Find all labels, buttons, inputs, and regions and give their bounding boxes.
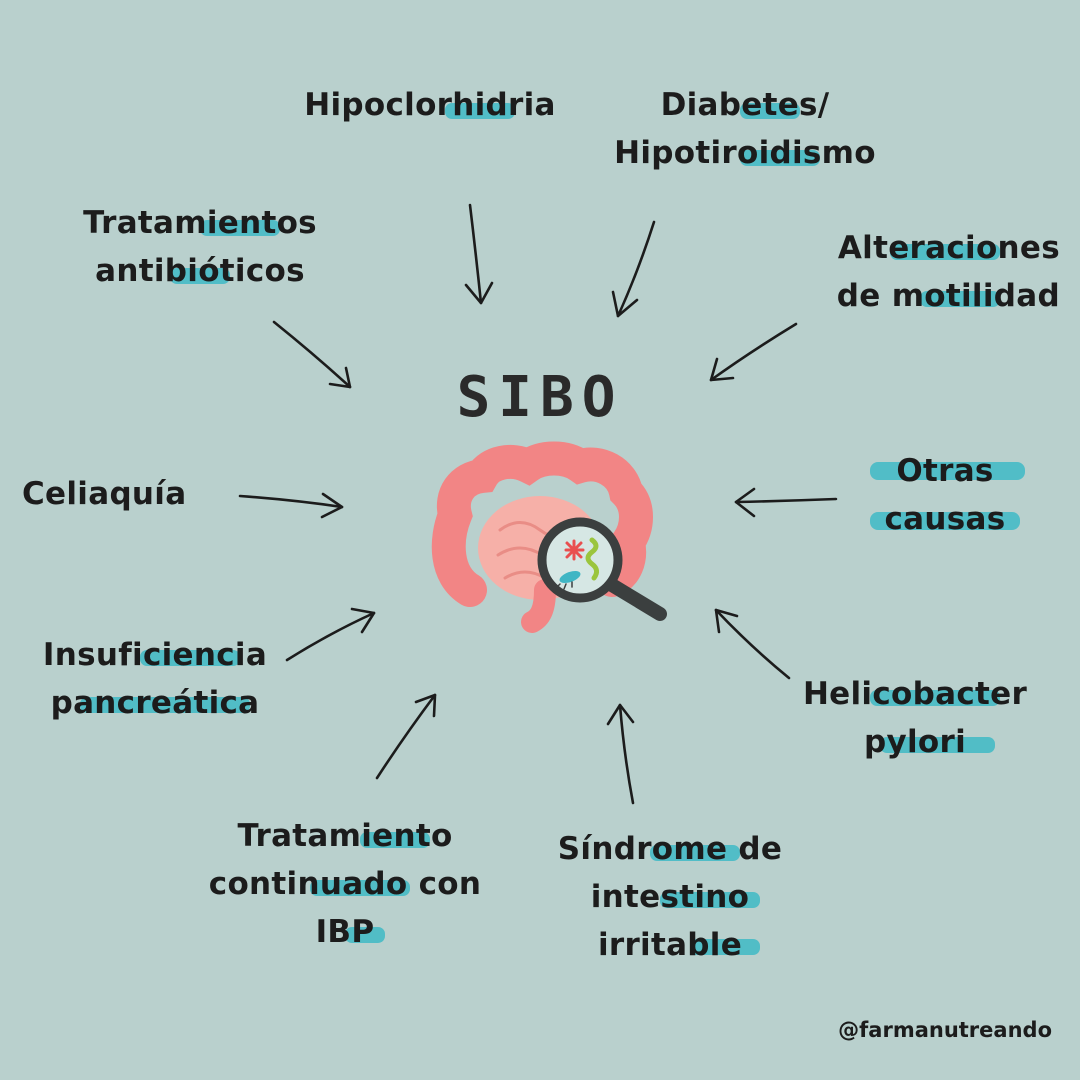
cause-label: Tratamientos antibióticos [83, 205, 317, 289]
diagram-title: SIBO [456, 365, 624, 430]
highlight-stroke [650, 845, 740, 861]
highlight-stroke [200, 220, 280, 236]
hand-drawn-arrow-icon [285, 607, 376, 662]
highlight-stroke [740, 150, 820, 166]
hand-drawn-arrow-icon [611, 220, 656, 318]
cause-label: Alteraciones de motilidad [836, 230, 1060, 314]
hand-drawn-arrow-icon [734, 487, 838, 518]
cause-label: Tratamiento continuado con IBP [208, 818, 482, 950]
hand-drawn-arrow-icon [238, 492, 344, 519]
highlight-stroke [660, 892, 760, 908]
cause-label: Diabetes/ Hipotiroidismo [614, 87, 876, 171]
highlight-stroke [880, 737, 995, 753]
highlight-stroke [345, 927, 385, 943]
highlight-stroke [140, 650, 240, 666]
highlight-stroke [890, 244, 1000, 260]
cause-label: Síndrome de intestino irritable [557, 831, 783, 963]
hand-drawn-arrow-icon [709, 322, 798, 382]
hand-drawn-arrow-icon [714, 608, 791, 680]
hand-drawn-arrow-icon [464, 203, 494, 305]
highlight-stroke [690, 939, 760, 955]
author-handle: @farmanutreando [838, 1018, 1052, 1042]
cause-label: Otras causas [884, 453, 1006, 537]
highlight-stroke [360, 832, 430, 848]
highlight-stroke [80, 697, 250, 713]
cause-label: Celiaquía [22, 476, 187, 512]
highlight-stroke [920, 291, 1000, 307]
hand-drawn-arrow-icon [606, 703, 635, 805]
highlight-stroke [870, 512, 1020, 530]
cause-label: Insuficiencia pancreática [42, 637, 268, 721]
cause-label: Helicobacter pylori [802, 676, 1028, 760]
highlight-stroke [870, 462, 1025, 480]
hand-drawn-arrow-icon [375, 693, 437, 780]
hand-drawn-arrow-icon [272, 320, 352, 389]
highlight-stroke [170, 268, 230, 284]
highlight-stroke [870, 690, 1000, 706]
highlight-stroke [740, 103, 800, 119]
cause-label: Hipoclorhidria [304, 87, 556, 123]
highlight-stroke [445, 103, 515, 119]
highlight-stroke [310, 880, 410, 896]
